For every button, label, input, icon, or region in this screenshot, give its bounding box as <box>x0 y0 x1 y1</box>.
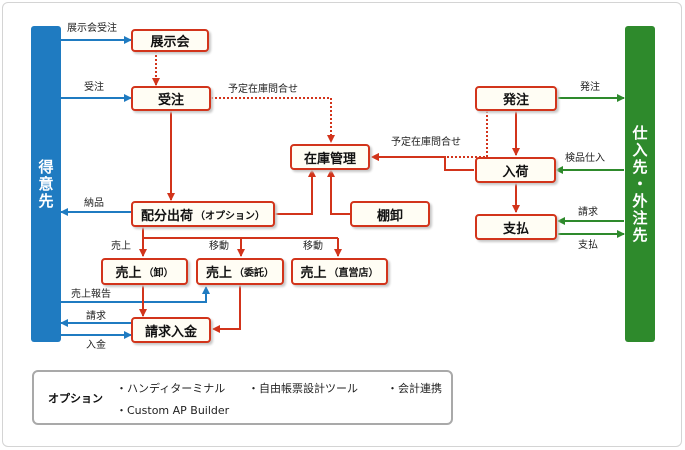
option-form-designer: ・自由帳票設計ツール <box>248 382 358 395</box>
node-sales-direct-sub: （直営店） <box>328 268 379 279</box>
node-purchase-order[interactable]: 発注 <box>475 86 557 111</box>
label-deposit: 入金 <box>86 340 106 351</box>
node-sales-direct[interactable]: 売上（直営店） <box>291 258 388 285</box>
arrow-shipping-to-inventory <box>275 169 316 215</box>
node-billing[interactable]: 請求入金 <box>131 317 211 343</box>
label-sales-report: 売上報告 <box>71 289 111 300</box>
option-custom-ap-builder: ・Custom AP Builder <box>116 404 230 417</box>
node-stocktaking[interactable]: 棚卸 <box>350 201 430 227</box>
node-sales-consign-sub: （委託） <box>234 268 274 279</box>
node-sales-consign-label: 売上 <box>205 266 232 281</box>
label-inventory-inquiry-1: 予定在庫問合せ <box>228 84 298 95</box>
label-pay-out: 支払 <box>578 240 598 251</box>
label-inventory-inquiry-2: 予定在庫問合せ <box>391 137 461 148</box>
label-delivery: 納品 <box>84 198 104 209</box>
arrow-sales-report <box>61 286 210 303</box>
options-box: オプション ・ハンディターミナル ・自由帳票設計ツール ・会計連携 ・Custo… <box>32 370 453 425</box>
customer-bar: 得意先 <box>31 26 61 342</box>
node-receiving[interactable]: 入荷 <box>475 157 556 183</box>
label-invoice-out: 請求 <box>86 311 106 322</box>
node-sales-wholesale[interactable]: 売上（卸） <box>101 258 188 285</box>
node-shipping-label: 配分出荷 <box>140 208 193 224</box>
node-order-received[interactable]: 受注 <box>131 86 211 111</box>
label-move-1: 移動 <box>209 241 229 252</box>
node-sales-wholesale-label: 売上 <box>115 266 142 281</box>
node-sales-consign[interactable]: 売上（委託） <box>196 258 284 285</box>
node-exhibition[interactable]: 展示会 <box>131 29 209 52</box>
arrow-inquiry-order <box>211 97 335 143</box>
arrow-inquiry-purchase <box>371 111 488 161</box>
label-order-out: 発注 <box>580 82 600 93</box>
node-sales-direct-label: 売上 <box>300 266 327 281</box>
option-accounting-link: ・会計連携 <box>387 382 442 395</box>
label-move-2: 移動 <box>303 241 323 252</box>
arrow-stocktaking-to-inventory <box>327 169 350 215</box>
label-invoice-in: 請求 <box>578 207 598 218</box>
options-title: オプション <box>48 392 103 405</box>
option-handy-terminal: ・ハンディターミナル <box>116 382 226 395</box>
node-shipping[interactable]: 配分出荷（オプション） <box>131 201 275 227</box>
label-inspection: 検品仕入 <box>565 153 605 164</box>
label-order: 受注 <box>84 82 104 93</box>
label-exhibition-order: 展示会受注 <box>67 23 117 34</box>
arrow-receiving-to-inventory <box>371 153 474 171</box>
arrow-shipping-to-sales <box>142 227 338 239</box>
arrow-consign-to-billing <box>212 285 241 333</box>
supplier-bar: 仕入先・外注先 <box>625 26 655 342</box>
node-shipping-option: （オプション） <box>195 210 265 222</box>
node-sales-wholesale-sub: （卸） <box>143 268 174 279</box>
node-inventory[interactable]: 在庫管理 <box>290 144 370 170</box>
node-payment[interactable]: 支払 <box>475 214 557 240</box>
label-sales: 売上 <box>111 241 131 252</box>
